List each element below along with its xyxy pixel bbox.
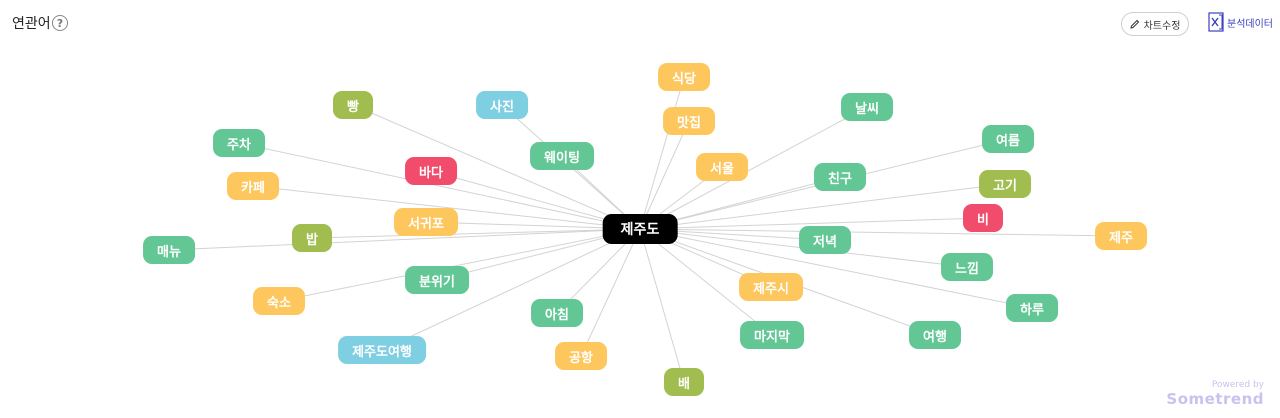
graph-edge	[639, 228, 1122, 237]
keyword-node[interactable]: 주차	[213, 129, 265, 157]
keyword-node[interactable]: 카페	[227, 172, 279, 200]
excel-icon	[1208, 12, 1224, 32]
keyword-node[interactable]: 배	[664, 368, 704, 396]
keyword-node[interactable]: 식당	[658, 63, 710, 91]
graph-edge	[252, 185, 641, 230]
graph-edge	[639, 106, 868, 230]
graph-edge	[278, 228, 641, 302]
keyword-node[interactable]: 저녁	[799, 226, 851, 254]
graph-edge	[168, 228, 641, 251]
keyword-node[interactable]: 아침	[531, 299, 583, 327]
graph-edge	[639, 228, 1033, 309]
page-title: 연관어	[12, 16, 51, 32]
keyword-node[interactable]: 고기	[979, 170, 1031, 198]
keyword-node[interactable]: 서울	[696, 153, 748, 181]
keyword-node[interactable]: 숙소	[253, 287, 305, 315]
export-data-button[interactable]: 분석데이터	[1208, 12, 1273, 32]
keyword-node[interactable]: 웨이팅	[530, 142, 594, 170]
keyword-node[interactable]: 공항	[555, 342, 607, 370]
edit-chart-label: 차트수정	[1143, 20, 1181, 32]
keyword-node[interactable]: 하루	[1006, 294, 1058, 322]
help-icon[interactable]: ?	[52, 15, 68, 31]
powered-by-text: Powered by	[1211, 380, 1264, 390]
keyword-node[interactable]: 비	[963, 204, 1003, 232]
graph-edge	[639, 228, 773, 336]
keyword-node[interactable]: 밥	[292, 224, 332, 252]
sometrend-logo: Powered by Sometrend	[1166, 380, 1264, 408]
graph-edge	[580, 228, 641, 357]
center-keyword-node[interactable]: 제주도	[602, 214, 678, 244]
graph-edge	[639, 183, 1006, 230]
keyword-node[interactable]: 사진	[476, 91, 528, 119]
edit-chart-button[interactable]: 차트수정	[1121, 12, 1189, 36]
keyword-node[interactable]: 분위기	[405, 266, 469, 294]
graph-edge	[238, 142, 641, 230]
keyword-node[interactable]: 친구	[814, 163, 866, 191]
keyword-node[interactable]: 제주시	[739, 273, 803, 301]
graph-edge	[639, 76, 685, 230]
export-data-label: 분석데이터	[1227, 18, 1273, 30]
keyword-node[interactable]: 맛집	[663, 107, 715, 135]
keyword-node[interactable]: 날씨	[841, 93, 893, 121]
keyword-node[interactable]: 여행	[909, 321, 961, 349]
graph-edge	[639, 228, 685, 383]
keyword-node[interactable]: 서귀포	[394, 208, 458, 236]
keyword-node[interactable]: 바다	[405, 157, 457, 185]
graph-edge	[352, 104, 641, 230]
graph-edge	[311, 228, 641, 239]
keyword-node[interactable]: 매뉴	[143, 236, 195, 264]
keyword-node[interactable]: 빵	[333, 91, 373, 119]
keyword-node[interactable]: 마지막	[740, 321, 804, 349]
keyword-node[interactable]: 제주도여행	[338, 336, 426, 364]
graph-edge	[639, 217, 984, 230]
keyword-node[interactable]: 느낌	[941, 253, 993, 281]
graph-edge	[639, 120, 690, 230]
graph-edge	[381, 228, 641, 351]
pencil-icon	[1129, 19, 1139, 29]
brand-name: Sometrend	[1166, 390, 1264, 408]
keyword-node[interactable]: 제주	[1095, 222, 1147, 250]
keyword-node[interactable]: 여름	[982, 125, 1034, 153]
